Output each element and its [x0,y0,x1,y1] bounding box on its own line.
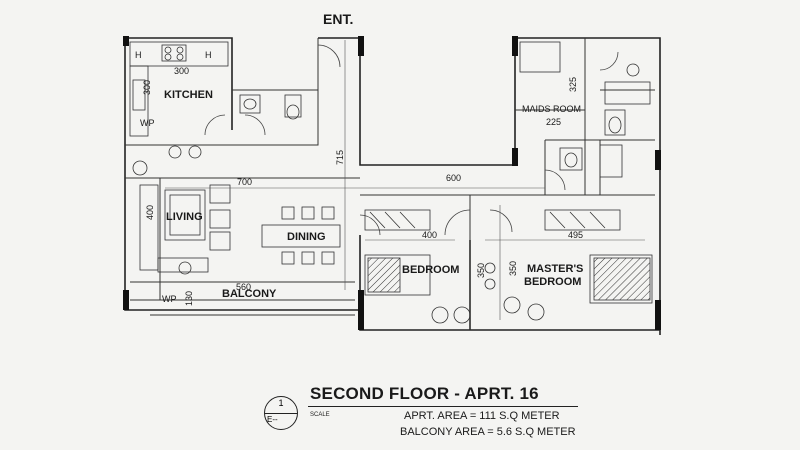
bedroom-furniture [364,209,653,324]
interior-walls [125,38,655,330]
title-underline [308,406,578,407]
bedroom-label: BEDROOM [402,264,459,276]
living-label: LIVING [166,211,203,223]
living-depth-dim: 400 [145,205,155,220]
masters-bedroom-label-line2: BEDROOM [524,276,581,288]
kitchen-depth-dim: 300 [142,80,152,95]
title-block: 1 E-- SECOND FLOOR - APRT. 16 SCALE APRT… [262,380,592,450]
shaft-height-dim: 715 [335,150,345,165]
balcony-label: BALCONY [222,288,277,300]
maids-width-dim: 225 [546,117,561,127]
balcony-area-text: BALCONY AREA = 5.6 S.Q METER [400,426,576,438]
reference-divider [265,413,297,414]
kitchen-width-dim: 300 [174,66,189,76]
scale-label: SCALE [310,412,330,418]
sheet-reference: E-- [267,415,278,424]
dimension-lines [165,40,645,320]
living-span-dim: 700 [237,177,252,187]
master-width-dim: 495 [568,230,583,240]
maids-room-label: MAIDS ROOM [522,104,581,114]
balcony-depth-dim: 130 [184,291,194,306]
balcony-width-dim: 560 [236,282,251,292]
living-dining-furniture [132,145,341,275]
drawing-title: SECOND FLOOR - APRT. 16 [310,384,539,403]
apartment-area-text: APRT. AREA = 111 S.Q METER [404,410,560,422]
heater-label-2: H [205,50,212,60]
dining-label: DINING [287,231,326,243]
entrance-label: ENT. [323,11,353,27]
maids-depth-dim: 325 [568,77,578,92]
heater-label-1: H [135,50,142,60]
washing-point-label-2: WP [162,294,177,304]
washing-point-label-1: WP [140,118,155,128]
drawing-reference-symbol: 1 E-- [264,396,298,430]
drawing-number: 1 [278,398,284,408]
kitchen-fixtures [129,41,302,137]
master-depth-dim: 350 [508,261,518,276]
kitchen-label: KITCHEN [164,89,213,101]
corridor-dim: 600 [446,173,461,183]
bathroom-fixtures [519,41,651,178]
door-swings [204,44,619,236]
structural-columns [123,36,661,330]
bedroom-width-dim: 400 [422,230,437,240]
masters-bedroom-label-line1: MASTER'S [527,263,583,275]
bedroom-depth-dim: 350 [476,263,486,278]
